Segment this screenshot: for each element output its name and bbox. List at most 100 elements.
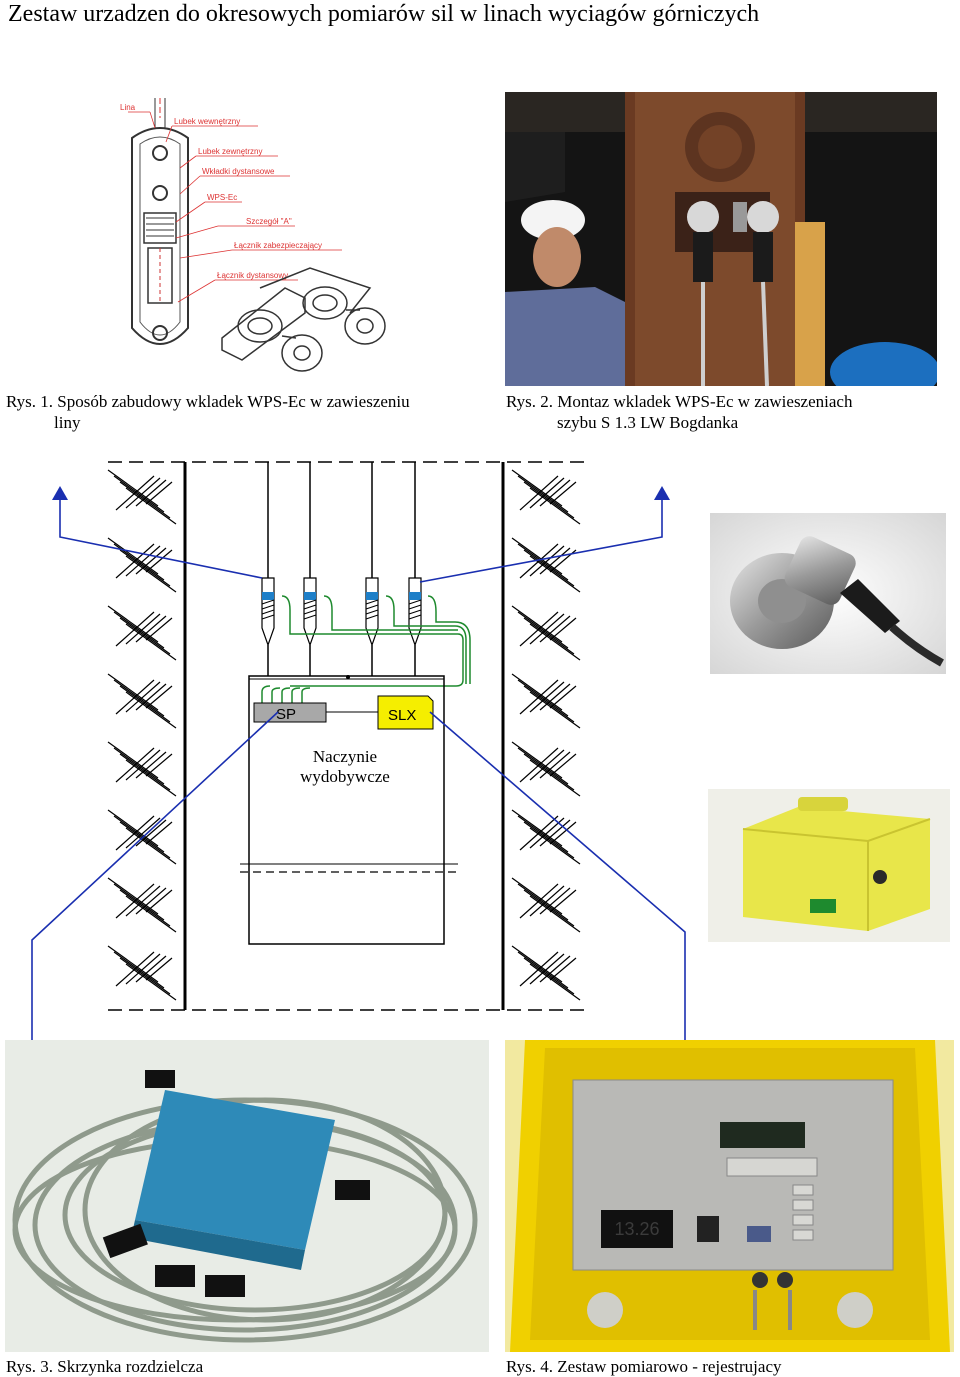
fig1-label-lina: Lina xyxy=(120,103,136,112)
hatch-line xyxy=(529,759,581,797)
slx-label: SLX xyxy=(388,707,416,724)
page-title: Zestaw urzadzen do okresowych pomiarów s… xyxy=(8,1,760,27)
hatch-line xyxy=(549,753,577,777)
hatch-line xyxy=(523,481,575,519)
hatch-line xyxy=(113,951,165,989)
connector-hatch xyxy=(261,614,275,620)
hatch-line xyxy=(135,615,167,643)
hatch-line xyxy=(145,617,173,641)
hatch-line xyxy=(529,827,581,865)
hatch-line xyxy=(145,889,173,913)
connector-hatch xyxy=(261,609,275,615)
connector-hatch xyxy=(365,599,379,605)
hatch-line xyxy=(529,545,565,577)
hatch-line xyxy=(145,957,173,981)
wps-sensor-band xyxy=(366,592,378,600)
hatch-line xyxy=(539,479,571,507)
hatch-line xyxy=(113,815,165,853)
hatch-line xyxy=(549,889,577,913)
hatch-line xyxy=(107,741,159,779)
connector-hatch xyxy=(261,599,275,605)
hatch-line xyxy=(539,547,571,575)
hatch-line xyxy=(119,549,171,587)
hatch-line xyxy=(125,817,161,849)
hatch-line xyxy=(529,895,581,933)
fig1-label-wps: WPS-Ec xyxy=(207,193,237,202)
hatch-line xyxy=(125,885,161,917)
hatch-line xyxy=(517,611,569,649)
vessel-label-line1: Naczynie xyxy=(313,747,377,766)
hatch-line xyxy=(119,821,171,859)
hatch-line xyxy=(523,957,575,995)
fig2-photo xyxy=(505,92,937,386)
shaft-diagram: SP SLX Naczynie wydobywcze xyxy=(31,461,686,1040)
hatch-line xyxy=(529,885,565,917)
hatch-line xyxy=(113,679,165,717)
fig1-label-kubek-zewn: Lubek zewnętrzny xyxy=(198,147,262,156)
hatch-line xyxy=(135,751,167,779)
hatch-line xyxy=(107,469,159,507)
hatch-line xyxy=(511,469,563,507)
hatch-line xyxy=(511,945,563,983)
hatch-line xyxy=(107,605,159,643)
hatch-right xyxy=(511,469,581,1001)
fig3-caption: Rys. 3. Skrzynka rozdzielcza xyxy=(6,1357,204,1376)
hatch-line xyxy=(125,555,177,593)
hatch-line xyxy=(119,753,171,791)
hatch-line xyxy=(135,547,167,575)
hatch-line xyxy=(511,741,563,779)
connector-hatch xyxy=(261,604,275,610)
connector-hatch xyxy=(365,604,379,610)
hatch-line xyxy=(511,605,563,643)
hatch-line xyxy=(125,827,177,865)
fig3-photo xyxy=(5,1040,489,1352)
fig4-photo: 13.26 xyxy=(505,1040,954,1352)
hatch-line xyxy=(135,479,167,507)
hatch-line xyxy=(529,623,581,661)
hatch-line xyxy=(113,747,165,785)
hatch-line xyxy=(125,963,177,1001)
hatch-line xyxy=(517,679,569,717)
hatch-line xyxy=(135,887,167,915)
hatch-line xyxy=(539,887,571,915)
fig1-drawing: Lina Lubek wewnętrzny Lubek zewnętrzny W… xyxy=(110,98,400,380)
hatch-line xyxy=(539,683,571,711)
hatch-line xyxy=(523,753,575,791)
hatch-line xyxy=(113,475,165,513)
hatch-line xyxy=(529,613,565,645)
hatch-line xyxy=(529,749,565,781)
wps-sensor-band xyxy=(304,592,316,600)
hatch-line xyxy=(511,673,563,711)
wps-sensor-band xyxy=(262,592,274,600)
fig1-label-wkladki: Wkładki dystansowe xyxy=(202,167,275,176)
hatch-line xyxy=(107,809,159,847)
hatch-line xyxy=(107,945,159,983)
connector-hatch xyxy=(303,609,317,615)
fig1-label-lacznik-zab: Łącznik zabezpieczający xyxy=(234,241,322,250)
connector-hatch xyxy=(365,614,379,620)
hatch-line xyxy=(119,889,171,927)
hatch-line xyxy=(523,617,575,655)
hatch-line xyxy=(113,883,165,921)
hatch-line xyxy=(125,681,161,713)
wps-sensor-band xyxy=(409,592,421,600)
hatch-line xyxy=(107,877,159,915)
hatch-line xyxy=(125,749,161,781)
hatch-line xyxy=(529,477,565,509)
hatch-line xyxy=(549,481,577,505)
hatch-line xyxy=(145,481,173,505)
hatch-line xyxy=(125,623,177,661)
hatch-line xyxy=(517,951,569,989)
hatch-line xyxy=(125,545,161,577)
lcd-reading: 13.26 xyxy=(614,1219,659,1239)
fig1-caption-line1: Rys. 1. Sposób zabudowy wkladek WPS-Ec w… xyxy=(6,392,410,411)
hatch-line xyxy=(511,877,563,915)
hatch-line xyxy=(523,685,575,723)
arrow-up-left-icon xyxy=(52,486,68,500)
hatch-line xyxy=(125,691,177,729)
hatch-line xyxy=(125,953,161,985)
hatch-line xyxy=(529,555,581,593)
hatch-line xyxy=(539,615,571,643)
connector-hatch xyxy=(303,604,317,610)
vessel-label-line2: wydobywcze xyxy=(300,767,390,786)
